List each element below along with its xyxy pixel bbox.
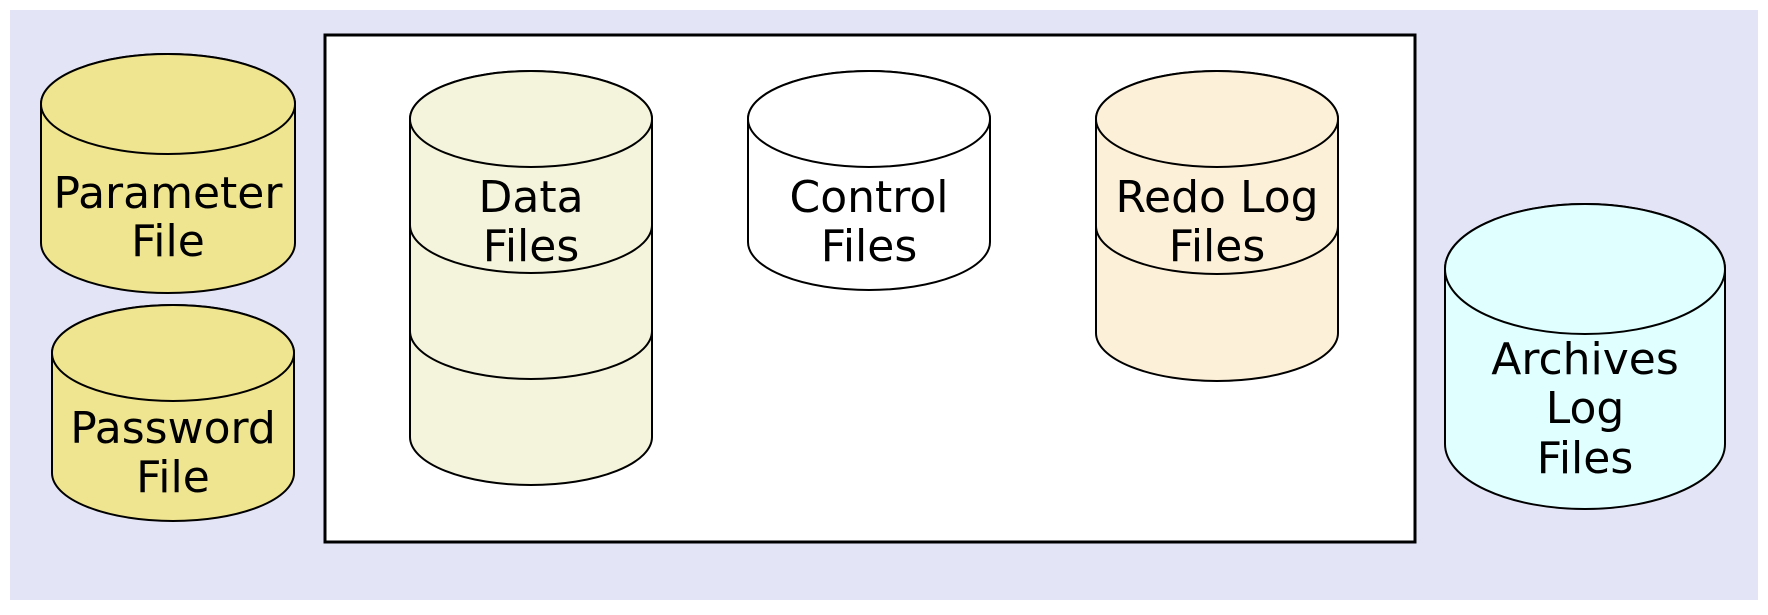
data-files-segment-seam — [409, 330, 653, 380]
parameter-file-cylinder: Parameter File — [40, 53, 296, 294]
redo-log-files-label-line-2: Files — [1169, 221, 1266, 272]
control-files-label-line-1: Control — [789, 172, 948, 223]
data-files-label-line-2: Files — [483, 221, 580, 272]
archive-log-files-top-cap — [1444, 203, 1726, 335]
redo-log-files-top-cap — [1095, 70, 1339, 168]
archive-log-files-label-line-3: Files — [1537, 433, 1634, 484]
control-files-cylinder: Control Files — [747, 70, 991, 291]
password-file-cylinder: Password File — [51, 304, 295, 522]
redo-log-files-label-line-1: Redo Log — [1115, 172, 1318, 223]
data-files-label-line-1: Data — [478, 172, 583, 223]
data-files-segment-seam — [409, 224, 653, 274]
control-files-top-cap — [747, 70, 991, 168]
archive-log-files-cylinder: Archives Log Files — [1444, 203, 1726, 510]
redo-log-files-cylinder: Redo Log Files — [1095, 70, 1339, 382]
data-files-cylinder: Data Files — [409, 70, 653, 486]
control-files-label-line-2: Files — [821, 221, 918, 272]
password-file-top-cap — [51, 304, 295, 402]
archive-log-files-label-line-2: Log — [1546, 383, 1625, 434]
parameter-file-top-cap — [40, 53, 296, 155]
parameter-file-label-line-1: Parameter — [54, 168, 284, 219]
data-files-top-cap — [409, 70, 653, 168]
parameter-file-label-line-2: File — [131, 216, 205, 267]
archive-log-files-label-line-1: Archives — [1491, 334, 1679, 385]
redo-log-files-segment-seam — [1095, 225, 1339, 275]
password-file-label-line-2: File — [136, 452, 210, 503]
password-file-label-line-1: Password — [70, 403, 276, 454]
